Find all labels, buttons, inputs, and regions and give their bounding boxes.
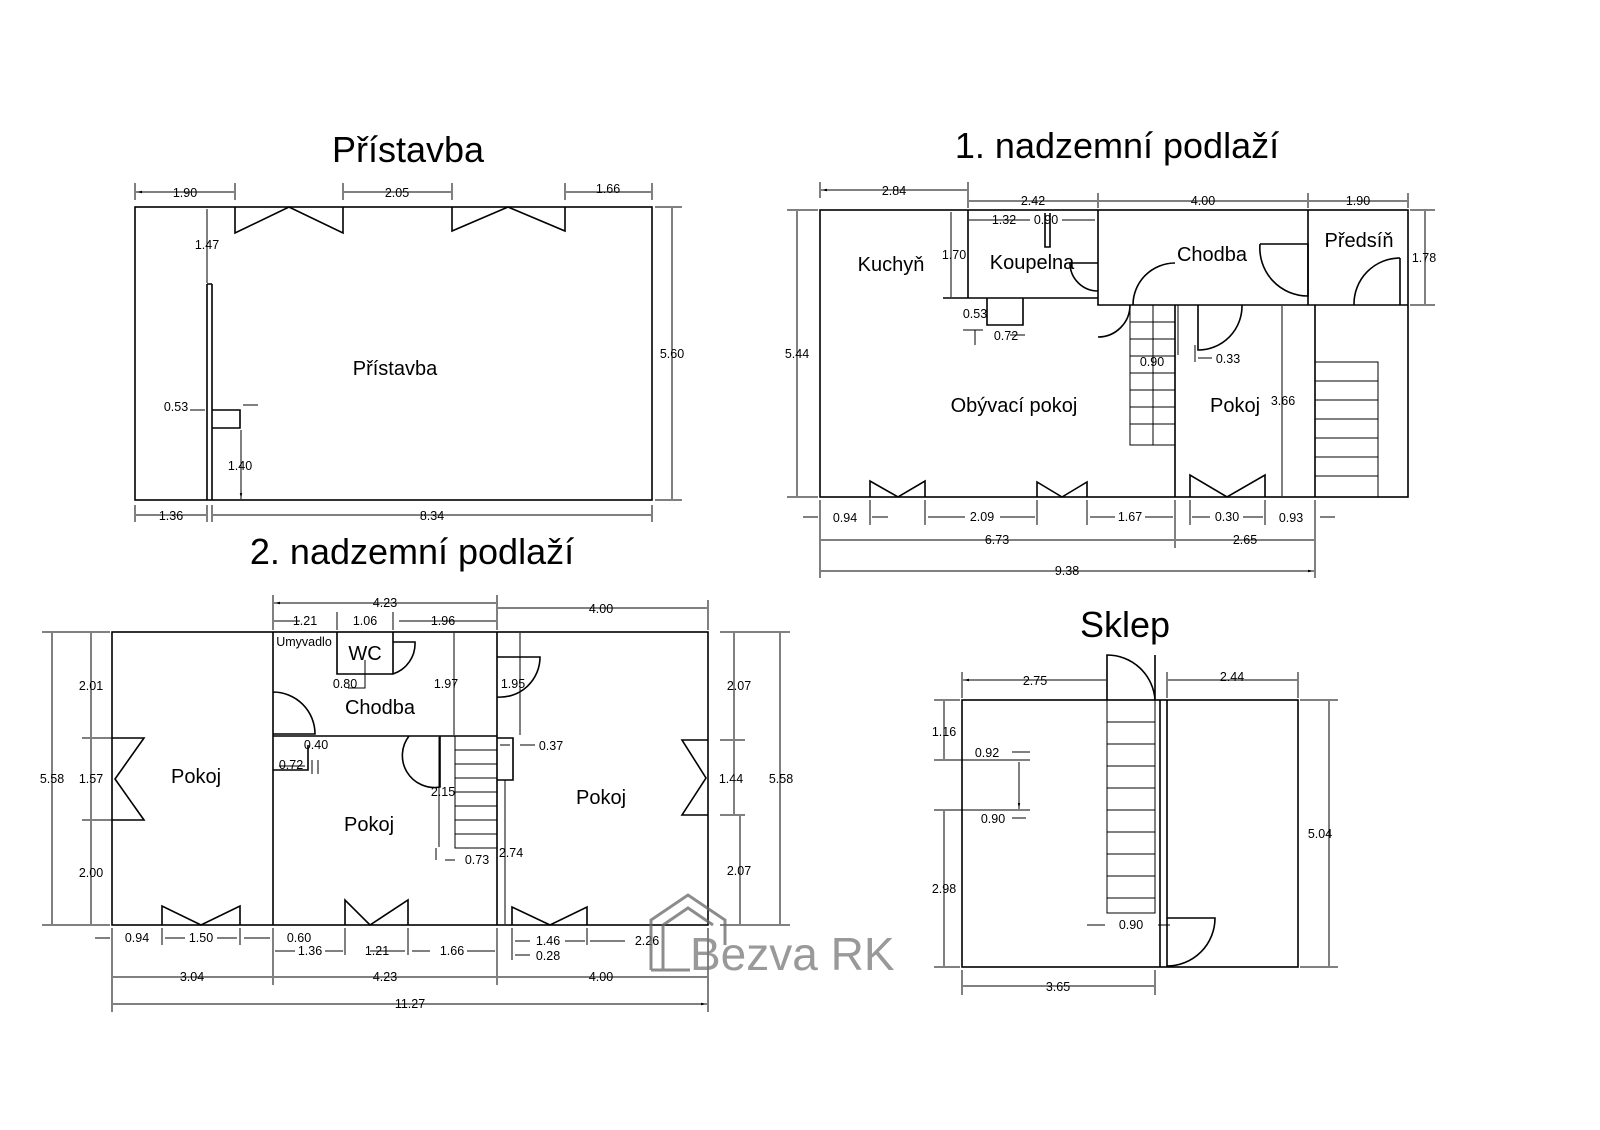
dim-label: 1.21 (293, 614, 317, 628)
dim-label: 1.90 (173, 186, 197, 200)
dim-label: 2.07 (727, 864, 751, 878)
dim-label: 1.96 (431, 614, 455, 628)
dim-label: 5.58 (769, 772, 793, 786)
dim-label: 0.60 (287, 931, 311, 945)
room-label: WC (348, 643, 381, 665)
dim-label: 1.47 (195, 238, 219, 252)
dim-label: 0.33 (1216, 352, 1240, 366)
dim-label: 0.80 (333, 677, 357, 691)
dim-label: 2.01 (79, 679, 103, 693)
room-label: Umyvadlo (276, 635, 332, 649)
dim-label: 0.90 (1119, 918, 1143, 932)
dim-label: 0.94 (125, 931, 149, 945)
dim-label: 5.44 (785, 347, 809, 361)
plan-2np: 2. nadzemní podlaží 4.23 1.21 1.06 1.96 … (40, 531, 793, 1012)
dim-label: 0.37 (539, 739, 563, 753)
dim-label: 1.90 (1346, 194, 1370, 208)
dim-label: 2.05 (385, 186, 409, 200)
dim-label: 2.74 (499, 846, 523, 860)
dim-label: 0.90 (1140, 355, 1164, 369)
dim-label: 1.67 (1118, 510, 1142, 524)
dim-label: 1.95 (501, 677, 525, 691)
room-label: Pokoj (576, 787, 626, 809)
plan-title: 1. nadzemní podlaží (955, 125, 1279, 166)
dim-label: 1.44 (719, 772, 743, 786)
room-label: Obývací pokoj (951, 395, 1078, 417)
dim-label: 1.21 (365, 944, 389, 958)
dim-label: 0.90 (1034, 213, 1058, 227)
dim-label: 0.30 (1215, 510, 1239, 524)
room-label: Pokoj (1210, 395, 1260, 417)
dim-label: 8.34 (420, 509, 444, 523)
dim-label: 0.92 (975, 746, 999, 760)
dim-label: 3.66 (1271, 394, 1295, 408)
dim-label: 2.07 (727, 679, 751, 693)
room-label: Předsíň (1325, 230, 1394, 252)
dim-label: 2.44 (1220, 670, 1244, 684)
dim-label: 5.04 (1308, 827, 1332, 841)
dim-label: 0.72 (994, 329, 1018, 343)
room-label: Koupelna (990, 252, 1075, 274)
dim-label: 1.06 (353, 614, 377, 628)
dim-label: 2.26 (635, 934, 659, 948)
bezva-rk-logo: Bezva RK (649, 893, 895, 980)
plan-title: Sklep (1080, 604, 1170, 645)
dim-label: 0.90 (981, 812, 1005, 826)
dim-label: 0.53 (963, 307, 987, 321)
dim-label: 0.72 (279, 758, 303, 772)
dim-label: 2.09 (970, 510, 994, 524)
dim-label: 9.38 (1055, 564, 1079, 578)
room-label: Pokoj (344, 814, 394, 836)
dim-label: 4.23 (373, 596, 397, 610)
dim-label: 1.78 (1412, 251, 1436, 265)
dim-label: 4.00 (589, 970, 613, 984)
dim-label: 2.00 (79, 866, 103, 880)
plan-title: 2. nadzemní podlaží (250, 531, 574, 572)
room-label: Kuchyň (858, 254, 925, 276)
dim-label: 0.40 (304, 738, 328, 752)
dim-label: 2.15 (431, 785, 455, 799)
dim-label: 1.57 (79, 772, 103, 786)
plan-sklep: Sklep 2.75 2.44 1.16 0.92 0.90 2.98 5.04… (932, 604, 1338, 995)
dim-label: 5.58 (40, 772, 64, 786)
dim-label: 5.60 (660, 347, 684, 361)
dim-label: 4.00 (1191, 194, 1215, 208)
plan-pristavba: Přístavba 1.90 2.05 1.66 5.60 1.47 0.53 … (135, 129, 684, 523)
room-label: Chodba (345, 697, 416, 719)
dim-label: 1.16 (932, 725, 956, 739)
dim-label: 2.98 (932, 882, 956, 896)
dim-label: 2.75 (1023, 674, 1047, 688)
dim-label: 11.27 (395, 997, 425, 1011)
dim-label: 0.94 (833, 511, 857, 525)
dim-label: 3.04 (180, 970, 204, 984)
dim-label: 1.36 (159, 509, 183, 523)
dim-label: 0.53 (164, 400, 188, 414)
dim-label: 1.50 (189, 931, 213, 945)
dim-label: 2.42 (1021, 194, 1045, 208)
dim-label: 0.93 (1279, 511, 1303, 525)
room-label: Pokoj (171, 766, 221, 788)
dim-label: 4.00 (589, 602, 613, 616)
house-icon (649, 893, 727, 972)
dim-label: 2.84 (882, 184, 906, 198)
dim-label: 0.73 (465, 853, 489, 867)
dim-label: 1.32 (992, 213, 1016, 227)
dim-label: 1.70 (942, 248, 966, 262)
dim-label: 1.97 (434, 677, 458, 691)
dim-label: 1.40 (228, 459, 252, 473)
plan-1np: 1. nadzemní podlaží 2.84 2.42 4.00 1.90 … (785, 125, 1436, 578)
dim-label: 1.46 (536, 934, 560, 948)
dim-label: 2.65 (1233, 533, 1257, 547)
dim-label: 3.65 (1046, 980, 1070, 994)
room-label: Chodba (1177, 244, 1248, 266)
logo-text: Bezva RK (690, 928, 895, 980)
dim-label: 0.28 (536, 949, 560, 963)
dim-label: 1.36 (298, 944, 322, 958)
dim-label: 1.66 (596, 182, 620, 196)
plan-title: Přístavba (332, 129, 485, 170)
dim-label: 4.23 (373, 970, 397, 984)
room-label: Přístavba (353, 358, 438, 380)
dim-label: 1.66 (440, 944, 464, 958)
dim-label: 6.73 (985, 533, 1009, 547)
